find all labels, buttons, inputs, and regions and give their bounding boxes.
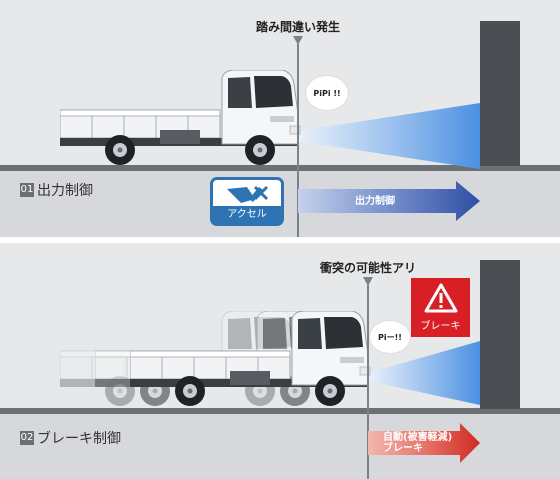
alert-sound-bubble: Piー!! bbox=[370, 321, 410, 353]
event-marker-triangle bbox=[293, 36, 303, 45]
brake-warning-label: ブレーキ bbox=[420, 321, 461, 332]
auto-brake-arrow bbox=[368, 423, 480, 463]
road-line bbox=[0, 165, 560, 171]
output-control-arrow bbox=[298, 181, 480, 221]
scene-output-control: 踏み間違い発生 PiPi !! 01 出力制御 アクセル 出力制御 bbox=[0, 0, 560, 237]
truck-image bbox=[130, 311, 371, 407]
event-marker-line bbox=[297, 44, 299, 237]
event-marker-triangle bbox=[363, 277, 373, 286]
section-title: 出力制御 bbox=[37, 183, 93, 199]
section-title: ブレーキ制御 bbox=[37, 431, 121, 447]
section-number: 01 bbox=[20, 183, 34, 197]
road-line bbox=[0, 408, 560, 414]
event-marker-line bbox=[367, 285, 369, 479]
scene-brake-control: 衝突の可能性アリ Piー!! ブレーキ 02 ブレーキ制御 自動(被害軽減) ブ… bbox=[0, 243, 560, 479]
section-number: 02 bbox=[20, 431, 34, 445]
warning-icon bbox=[424, 283, 458, 313]
auto-brake-arrow-label-1: 自動(被害軽減) bbox=[383, 432, 453, 443]
output-control-arrow-label: 出力制御 bbox=[355, 196, 395, 207]
auto-brake-arrow-label-2: ブレーキ bbox=[383, 443, 423, 454]
accelerator-badge: アクセル bbox=[210, 177, 284, 226]
accelerator-pedal-icon bbox=[227, 185, 269, 203]
sensor-beam bbox=[298, 103, 480, 169]
event-label: 衝突の可能性アリ bbox=[319, 261, 417, 275]
event-label: 踏み間違い発生 bbox=[255, 20, 341, 34]
brake-warning-badge: ブレーキ bbox=[411, 278, 470, 337]
alert-sound-bubble: PiPi !! bbox=[306, 76, 348, 110]
accelerator-label: アクセル bbox=[213, 206, 281, 223]
wall bbox=[480, 21, 520, 166]
wall bbox=[480, 260, 520, 409]
sensor-beam bbox=[368, 341, 480, 405]
truck-image bbox=[60, 70, 301, 166]
